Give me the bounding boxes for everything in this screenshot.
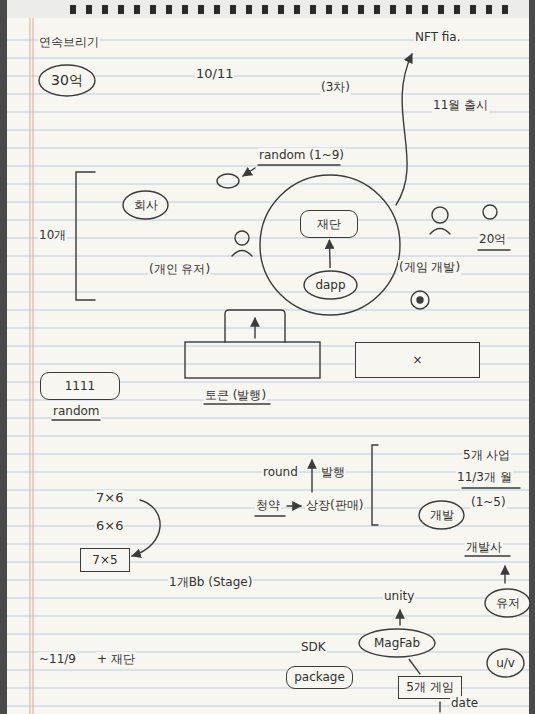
note-text: SDK	[300, 640, 327, 655]
node-text: MagFab	[374, 636, 420, 651]
note-text: 1개Bb (Stage)	[168, 575, 253, 590]
oval-shape	[304, 271, 357, 299]
underline	[258, 164, 340, 165]
note-text: 연속브리기	[38, 35, 100, 50]
underline	[478, 249, 510, 250]
underline	[204, 403, 270, 404]
random-arrow	[243, 168, 255, 176]
oval-shape	[123, 191, 168, 219]
small-dot	[417, 297, 423, 303]
note-text: round	[262, 465, 299, 480]
note-text: random (1~9)	[258, 148, 345, 163]
person-head	[483, 205, 497, 219]
curved-arrow	[132, 500, 160, 556]
package-box: package	[286, 666, 353, 689]
group-bracket	[76, 172, 95, 300]
note-text: 11/3개 월	[456, 470, 513, 485]
ruling-lines	[0, 40, 535, 706]
underline	[52, 419, 100, 420]
node-text: 30억	[51, 72, 83, 90]
note-text: 6×6	[95, 518, 124, 534]
note-text: (1~5)	[470, 495, 507, 510]
note-text: 20억	[478, 232, 507, 247]
random-box: 1111	[40, 372, 120, 400]
note-text: 5개 사업	[462, 448, 511, 463]
node-text: 개발	[430, 508, 454, 523]
node-text: 유저	[496, 596, 520, 611]
note-text: (게임 개발)	[398, 260, 461, 275]
user-circle: 유저	[484, 588, 531, 618]
note-text: (3차)	[320, 80, 351, 95]
node-text: 재단	[317, 217, 341, 232]
binding-holes	[70, 5, 508, 14]
tick	[439, 702, 440, 712]
note-text: 10/11	[195, 66, 234, 82]
up-arrow	[504, 566, 505, 583]
note-text: (개인 유저)	[148, 262, 211, 277]
node-text: 회사	[134, 198, 158, 213]
person-head	[432, 207, 448, 223]
oval-shape	[359, 629, 435, 657]
note-text: random	[52, 404, 101, 419]
note-text: 상장(판매)	[305, 498, 364, 513]
note-text: unity	[383, 589, 415, 604]
node-text: u/v	[496, 656, 515, 671]
token-box	[185, 342, 320, 378]
connector	[409, 659, 420, 674]
note-text: 토큰 (발행)	[204, 388, 267, 403]
dev-cloud: 개발	[418, 500, 465, 530]
oval-shape	[487, 649, 524, 677]
company-oval: 회사	[122, 190, 169, 220]
note-text: 10개	[38, 228, 67, 243]
note-text: + 재단	[96, 652, 136, 667]
small-cloud	[217, 174, 239, 188]
node-text: ×	[412, 353, 422, 368]
oval-shape	[419, 501, 464, 529]
up-arrow	[399, 610, 400, 625]
foundation-box: 재단	[300, 210, 358, 238]
node-text: 1111	[65, 379, 96, 394]
crossed-box: ×	[355, 342, 480, 378]
note-text: ~11/9	[38, 652, 77, 667]
margin-line	[33, 18, 34, 714]
platform-circle	[260, 175, 400, 315]
amount-oval: 30억	[38, 64, 96, 97]
underline	[462, 487, 520, 488]
note-text: date	[450, 696, 479, 711]
grid-box: 7×5	[80, 548, 130, 572]
person-head	[235, 231, 249, 245]
note-text: NFT fia.	[414, 30, 462, 45]
magfab-cloud: MagFab	[358, 628, 436, 658]
oval-shape	[485, 589, 530, 617]
person-body	[430, 229, 450, 235]
up-arrow	[254, 318, 255, 338]
dapp-oval: dapp	[303, 270, 358, 300]
note-text: 개발사	[465, 540, 503, 555]
underline	[255, 515, 285, 516]
hook-arrow	[396, 54, 412, 205]
note-text: 발행	[320, 465, 346, 480]
small-circle	[411, 291, 429, 309]
bracket	[372, 445, 378, 525]
oval-shape	[39, 65, 95, 96]
photo-edge	[0, 0, 7, 714]
node-text: package	[294, 670, 345, 685]
node-text: 7×5	[92, 553, 117, 568]
arrow	[287, 505, 301, 506]
note-text: 7×6	[95, 490, 124, 506]
binding-strip	[0, 0, 535, 18]
connector	[329, 240, 331, 268]
underline	[465, 555, 510, 556]
node-text: dapp	[315, 278, 345, 293]
up-arrow	[311, 460, 312, 492]
margin-line	[30, 18, 31, 714]
token-cap	[225, 310, 285, 342]
node-text: 5개 게임	[406, 680, 453, 695]
uv-circle: u/v	[486, 648, 525, 678]
person-body	[232, 251, 252, 257]
note-text: 청약	[255, 498, 281, 513]
note-text: 11월 출시	[432, 98, 489, 113]
